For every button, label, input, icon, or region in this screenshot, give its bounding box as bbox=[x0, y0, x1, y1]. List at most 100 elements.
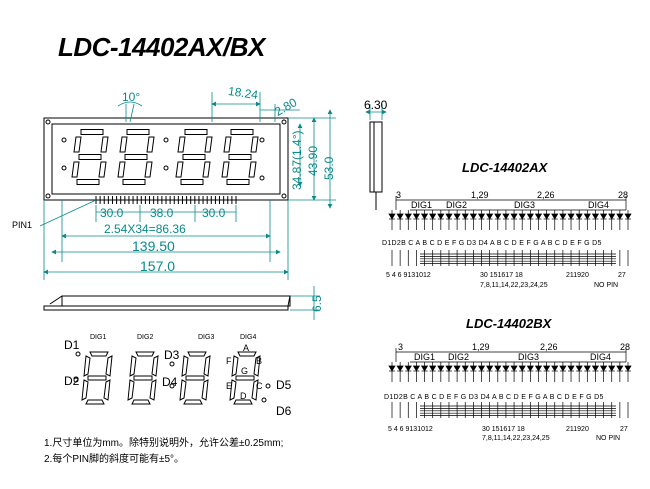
led-diode bbox=[429, 365, 437, 372]
circuit-bx-schematic bbox=[388, 348, 632, 418]
led-diode bbox=[534, 365, 543, 372]
ax-pin-3: 3 bbox=[396, 190, 402, 200]
segment-g bbox=[133, 375, 153, 381]
front-view-digits bbox=[61, 129, 265, 185]
led-diode bbox=[502, 365, 510, 372]
led-diode bbox=[551, 365, 559, 372]
dim-43-90: 43.90 bbox=[306, 145, 320, 176]
seg-label-dig1: DIG1 bbox=[90, 334, 107, 341]
digit-seg-h bbox=[124, 154, 148, 160]
digit-seg-v bbox=[144, 161, 153, 178]
ax-pins-c: 211920 bbox=[566, 272, 589, 279]
bx-no-pin: NO PIN bbox=[596, 435, 621, 442]
led-diode bbox=[591, 213, 600, 220]
led-diode bbox=[429, 213, 437, 220]
digit-seg-v bbox=[119, 136, 128, 153]
ax-segment-row: D1D2B C A B C D E F G D3 D4 A B C D E F … bbox=[382, 240, 602, 247]
dim-34-87: 34.87(1.4°) bbox=[290, 130, 304, 190]
digit-seg-v bbox=[73, 136, 82, 153]
led-diode bbox=[575, 365, 583, 372]
led-diode bbox=[616, 365, 624, 372]
led-diode bbox=[396, 365, 404, 372]
bx-pins-c: 211920 bbox=[566, 426, 589, 433]
segment-b bbox=[203, 355, 211, 377]
digit-seg-v bbox=[221, 161, 230, 178]
led-diode bbox=[494, 365, 502, 372]
bx-segment-row: D1D2B C A B C D E F G D3 D4 A B C D E F … bbox=[384, 394, 604, 401]
led-diode bbox=[583, 213, 591, 220]
bx-pin-3: 3 bbox=[398, 342, 404, 352]
dimension-lines bbox=[39, 92, 387, 320]
led-diode bbox=[559, 365, 567, 372]
segment-g bbox=[87, 375, 107, 381]
digit-seg-h bbox=[78, 154, 102, 160]
segment-g bbox=[235, 375, 255, 381]
ax-no-pin: NO PIN bbox=[594, 282, 619, 289]
indicator-dot bbox=[259, 175, 265, 181]
ax-pins-a: 5 4 6 9131012 bbox=[386, 272, 431, 279]
segment-g bbox=[185, 375, 205, 381]
digit-seg-h bbox=[80, 129, 104, 135]
circuit-ax-schematic bbox=[388, 196, 632, 266]
seg-label-c: C bbox=[256, 381, 263, 391]
bx-pins-a: 5 4 6 9131012 bbox=[388, 426, 433, 433]
bx-pins-b: 30 151617 18 bbox=[482, 426, 525, 433]
part-number-title: LDC-14402AX/BX bbox=[58, 32, 265, 62]
indicator-dot bbox=[61, 165, 67, 171]
dim-139-50: 139.50 bbox=[132, 238, 175, 254]
led-diode bbox=[567, 365, 575, 372]
digit-seg-v bbox=[223, 136, 232, 153]
led-diode bbox=[461, 213, 469, 220]
led-diode bbox=[420, 213, 429, 220]
dim-6-5: 6.5 bbox=[310, 295, 324, 312]
segment-b bbox=[253, 355, 261, 377]
seg-label-d4: D4 bbox=[162, 375, 178, 389]
indicator-d1 bbox=[75, 351, 81, 357]
digit-seg-v bbox=[204, 136, 213, 153]
led-diode bbox=[404, 213, 412, 220]
led-diode bbox=[575, 213, 583, 220]
led-diode bbox=[510, 365, 518, 372]
seg-label-e: E bbox=[226, 381, 233, 391]
seg-label-a: A bbox=[243, 343, 250, 353]
led-diode bbox=[445, 213, 453, 220]
digit-seg-v bbox=[146, 136, 155, 153]
segment-c bbox=[201, 379, 209, 401]
led-diode bbox=[543, 365, 551, 372]
ax-pin-1-29: 1,29 bbox=[471, 190, 489, 200]
bx-dig1: DIG1 bbox=[414, 352, 436, 362]
dim-6-30: 6.30 bbox=[364, 98, 388, 112]
segment-b bbox=[105, 355, 113, 377]
led-diode bbox=[543, 213, 551, 220]
indicator-d2 bbox=[73, 377, 79, 383]
digit-seg-h bbox=[230, 129, 254, 135]
seg-label-d3: D3 bbox=[164, 348, 180, 362]
ax-dig2: DIG2 bbox=[446, 200, 468, 210]
segment-b bbox=[151, 355, 159, 377]
led-diode bbox=[624, 213, 632, 220]
digit-seg-v bbox=[250, 136, 259, 153]
segment-c bbox=[103, 379, 111, 401]
indicator-d5 bbox=[265, 383, 271, 389]
led-diode bbox=[551, 213, 559, 220]
led-diode bbox=[477, 365, 486, 372]
digit-seg-h bbox=[228, 154, 252, 160]
led-diode bbox=[616, 213, 624, 220]
seg-label-d2: D2 bbox=[64, 374, 80, 388]
led-diode bbox=[526, 365, 534, 372]
segment-f bbox=[129, 355, 137, 377]
digit-seg-h bbox=[184, 129, 208, 135]
ax-dig1: DIG1 bbox=[411, 200, 433, 210]
seg-label-dig4: DIG4 bbox=[240, 334, 257, 341]
led-diode bbox=[445, 365, 453, 372]
bx-dig3: DIG3 bbox=[518, 352, 540, 362]
seg-label-b: B bbox=[256, 356, 263, 366]
colon-dot bbox=[169, 383, 175, 389]
circuit-bx-title: LDC-14402BX bbox=[466, 316, 552, 331]
ax-pin-28: 28 bbox=[618, 190, 629, 200]
led-diode bbox=[608, 365, 616, 372]
segment-a bbox=[237, 351, 257, 357]
digit-seg-h bbox=[126, 129, 150, 135]
